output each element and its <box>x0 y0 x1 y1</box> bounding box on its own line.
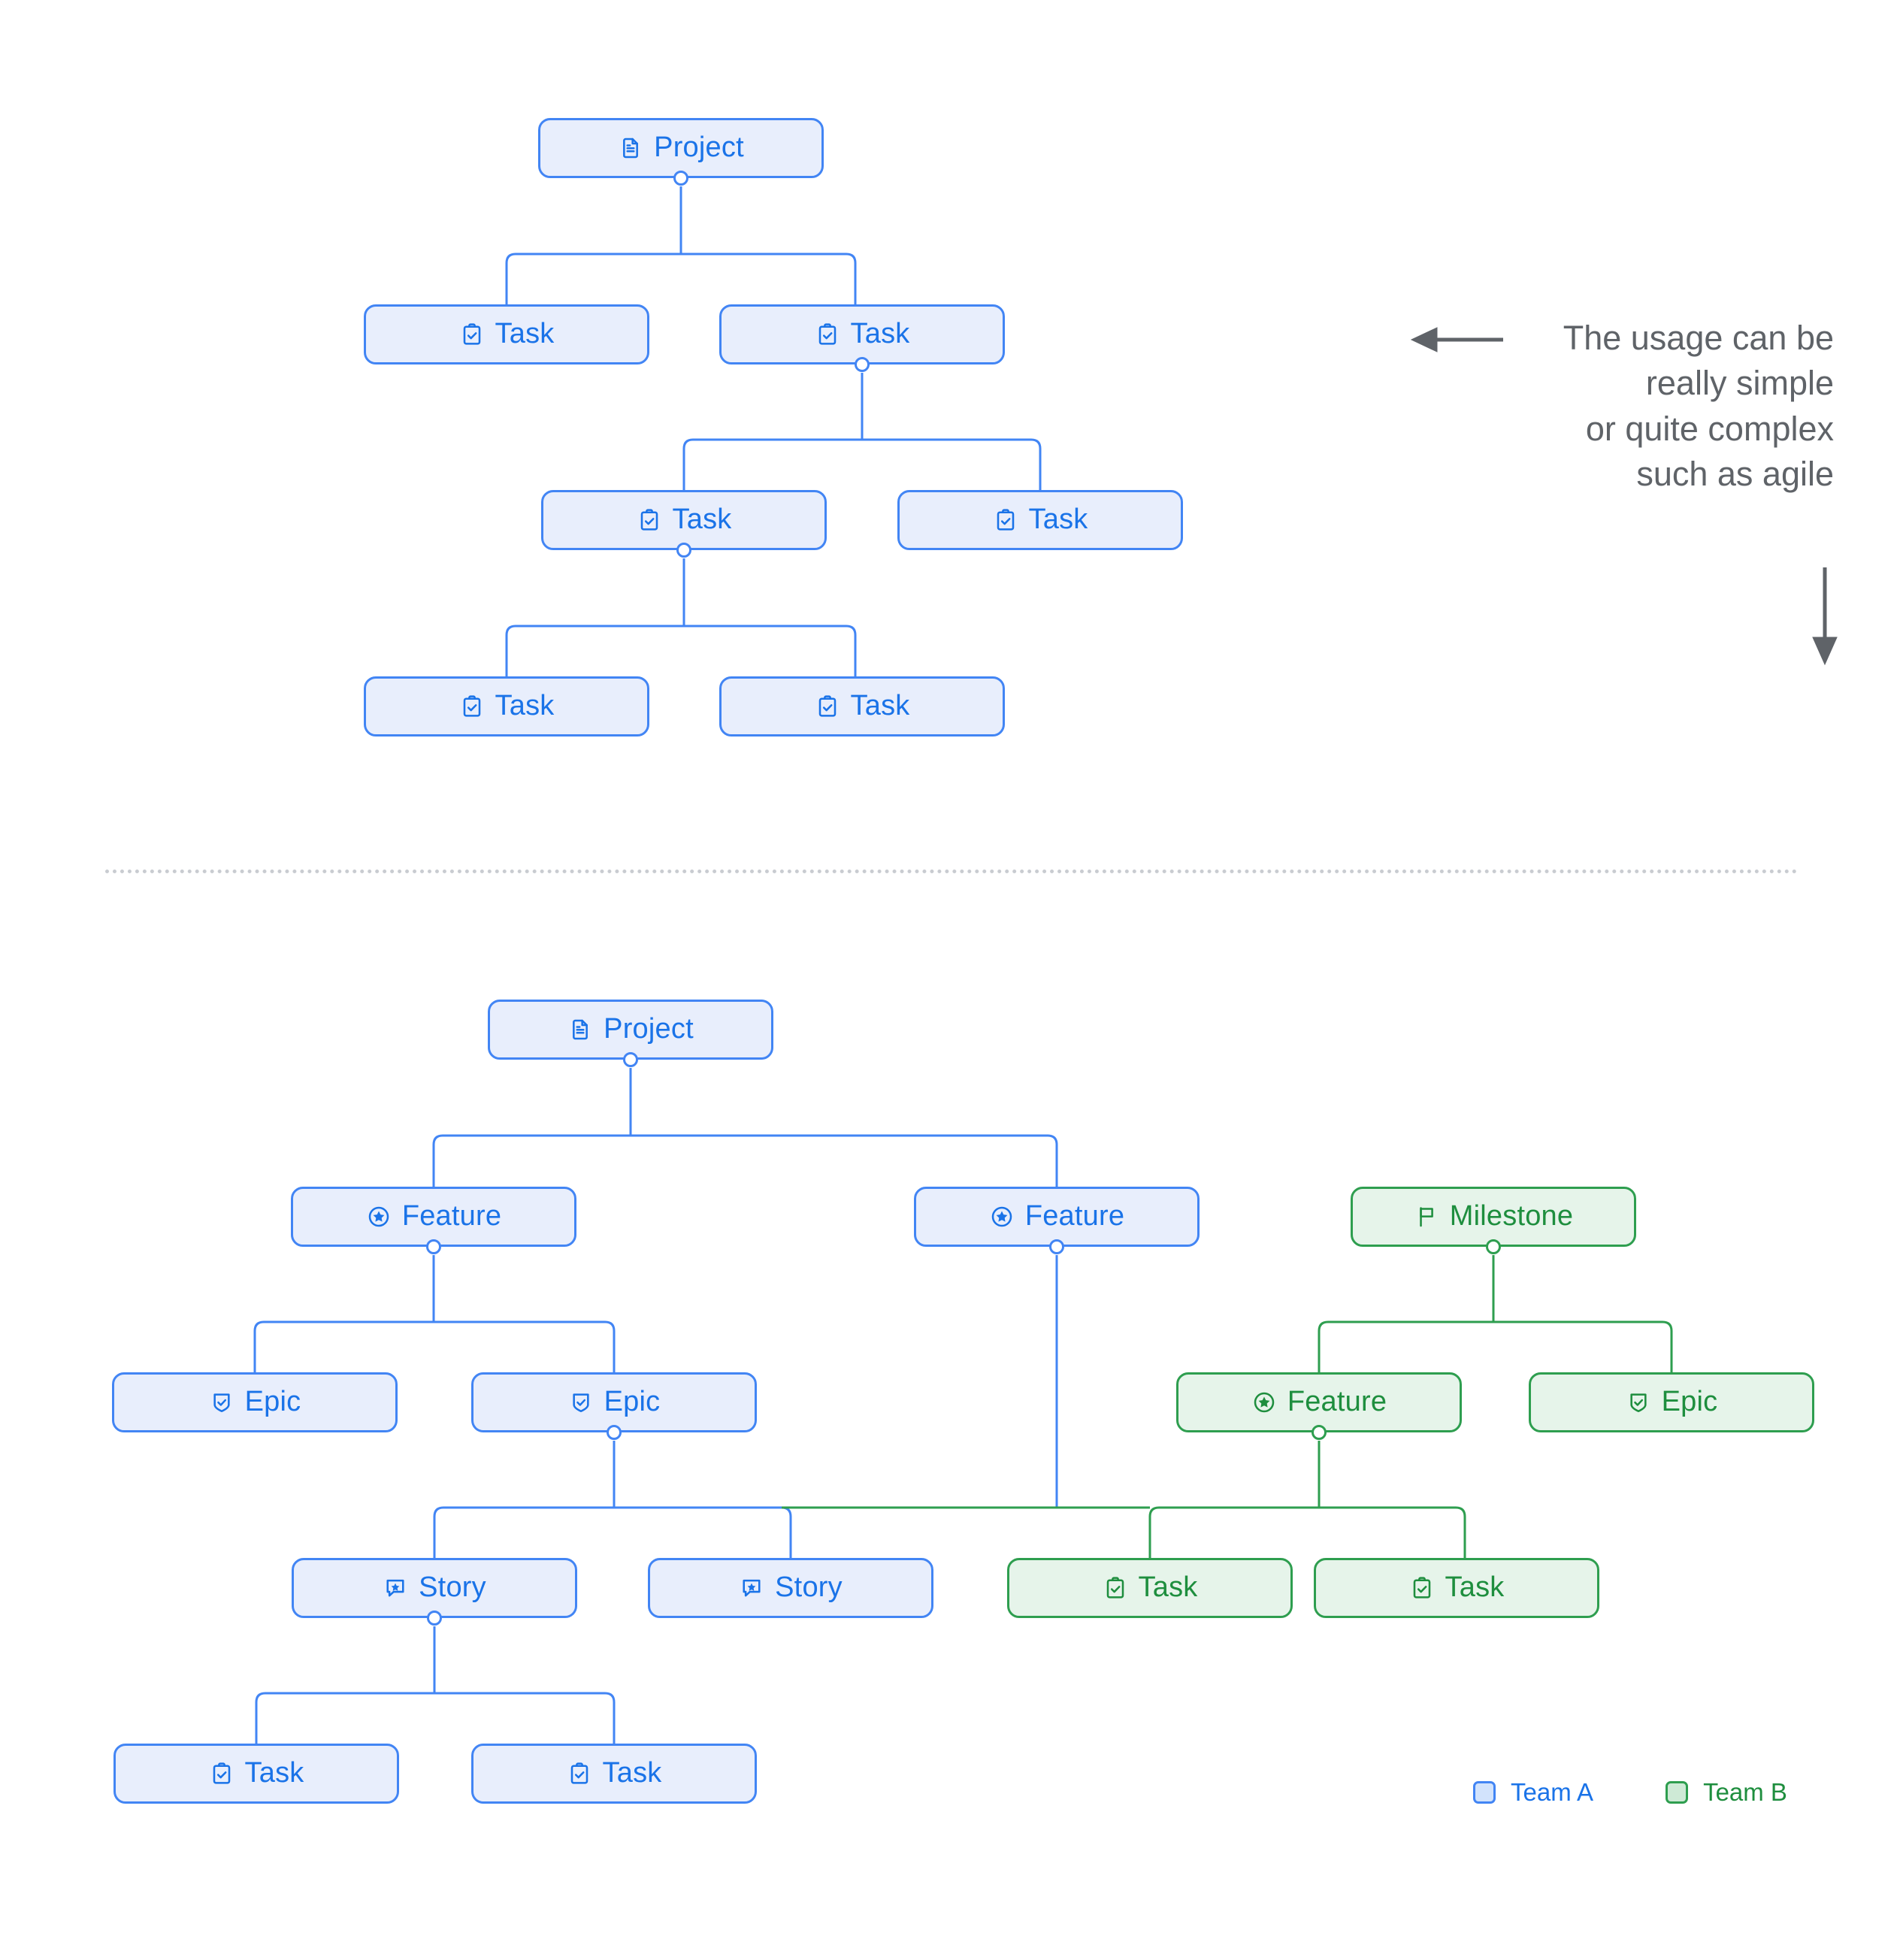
node-label: Milestone <box>1449 1200 1574 1232</box>
connector-port[interactable] <box>1312 1425 1327 1440</box>
document-icon <box>618 135 643 161</box>
node-epic[interactable]: Epic <box>112 1372 398 1432</box>
milestone-icon <box>1414 1204 1439 1230</box>
node-story[interactable]: Story <box>292 1558 577 1618</box>
node-label: Story <box>419 1571 486 1603</box>
node-label: Project <box>654 132 744 163</box>
section-divider <box>105 870 1798 873</box>
node-label: Feature <box>1024 1200 1125 1232</box>
connector-port[interactable] <box>623 1052 638 1067</box>
node-task[interactable]: Task <box>1007 1558 1293 1618</box>
node-label: Task <box>1028 504 1088 535</box>
task-icon <box>993 507 1018 533</box>
task-icon <box>1103 1575 1128 1601</box>
node-feature[interactable]: Feature <box>914 1187 1200 1247</box>
node-story[interactable]: Story <box>648 1558 933 1618</box>
task-icon <box>459 322 485 347</box>
node-task[interactable]: Task <box>471 1744 757 1804</box>
node-label: Epic <box>604 1386 661 1417</box>
node-label: Task <box>495 690 555 721</box>
node-task[interactable]: Task <box>364 304 649 364</box>
connector-port[interactable] <box>427 1611 442 1626</box>
node-label: Epic <box>1661 1386 1718 1417</box>
task-icon <box>815 322 840 347</box>
node-label: Task <box>1138 1571 1198 1603</box>
node-label: Epic <box>244 1386 301 1417</box>
node-label: Task <box>672 504 732 535</box>
node-epic[interactable]: Epic <box>471 1372 757 1432</box>
legend: Team A Team B <box>1473 1778 1787 1807</box>
story-icon <box>739 1575 764 1601</box>
epic-icon <box>1626 1390 1651 1415</box>
legend-label-team-b: Team B <box>1703 1778 1787 1806</box>
feature-icon <box>1251 1390 1277 1415</box>
connector-port[interactable] <box>426 1239 441 1254</box>
node-milestone[interactable]: Milestone <box>1351 1187 1636 1247</box>
node-feature[interactable]: Feature <box>1176 1372 1462 1432</box>
node-label: Task <box>602 1757 662 1789</box>
node-task[interactable]: Task <box>897 490 1183 550</box>
feature-icon <box>366 1204 392 1230</box>
document-icon <box>567 1017 593 1042</box>
legend-swatch-blue <box>1473 1781 1496 1804</box>
node-label: Task <box>1445 1571 1505 1603</box>
node-feature[interactable]: Feature <box>291 1187 576 1247</box>
task-icon <box>209 1761 234 1786</box>
feature-icon <box>989 1204 1015 1230</box>
node-label: Feature <box>1287 1386 1387 1417</box>
task-icon <box>815 694 840 719</box>
node-label: Task <box>850 690 910 721</box>
node-label: Feature <box>401 1200 502 1232</box>
node-task[interactable]: Task <box>719 676 1005 737</box>
connector-port[interactable] <box>855 357 870 372</box>
connector-port[interactable] <box>673 171 688 186</box>
node-project[interactable]: Project <box>538 118 824 178</box>
legend-swatch-green <box>1666 1781 1689 1804</box>
connector-port[interactable] <box>1486 1239 1501 1254</box>
node-task[interactable]: Task <box>1314 1558 1599 1618</box>
legend-item-team-b: Team B <box>1666 1778 1787 1807</box>
legend-item-team-a: Team A <box>1473 1778 1593 1807</box>
node-project[interactable]: Project <box>488 1000 773 1060</box>
legend-label-team-a: Team A <box>1511 1778 1594 1806</box>
node-task[interactable]: Task <box>719 304 1005 364</box>
node-label: Task <box>244 1757 304 1789</box>
connector-port[interactable] <box>676 543 691 558</box>
task-icon <box>1409 1575 1435 1601</box>
node-task[interactable]: Task <box>541 490 827 550</box>
node-task[interactable]: Task <box>113 1744 399 1804</box>
epic-icon <box>568 1390 594 1415</box>
connector-port[interactable] <box>607 1425 622 1440</box>
story-icon <box>383 1575 408 1601</box>
node-epic[interactable]: Epic <box>1529 1372 1814 1432</box>
node-label: Task <box>850 318 910 349</box>
node-label: Task <box>495 318 555 349</box>
node-label: Project <box>604 1013 694 1045</box>
task-icon <box>567 1761 592 1786</box>
node-task[interactable]: Task <box>364 676 649 737</box>
task-icon <box>459 694 485 719</box>
node-label: Story <box>775 1571 843 1603</box>
epic-icon <box>209 1390 234 1415</box>
connector-port[interactable] <box>1049 1239 1064 1254</box>
annotation-text: The usage can be really simple or quite … <box>1563 319 1834 493</box>
task-icon <box>637 507 662 533</box>
